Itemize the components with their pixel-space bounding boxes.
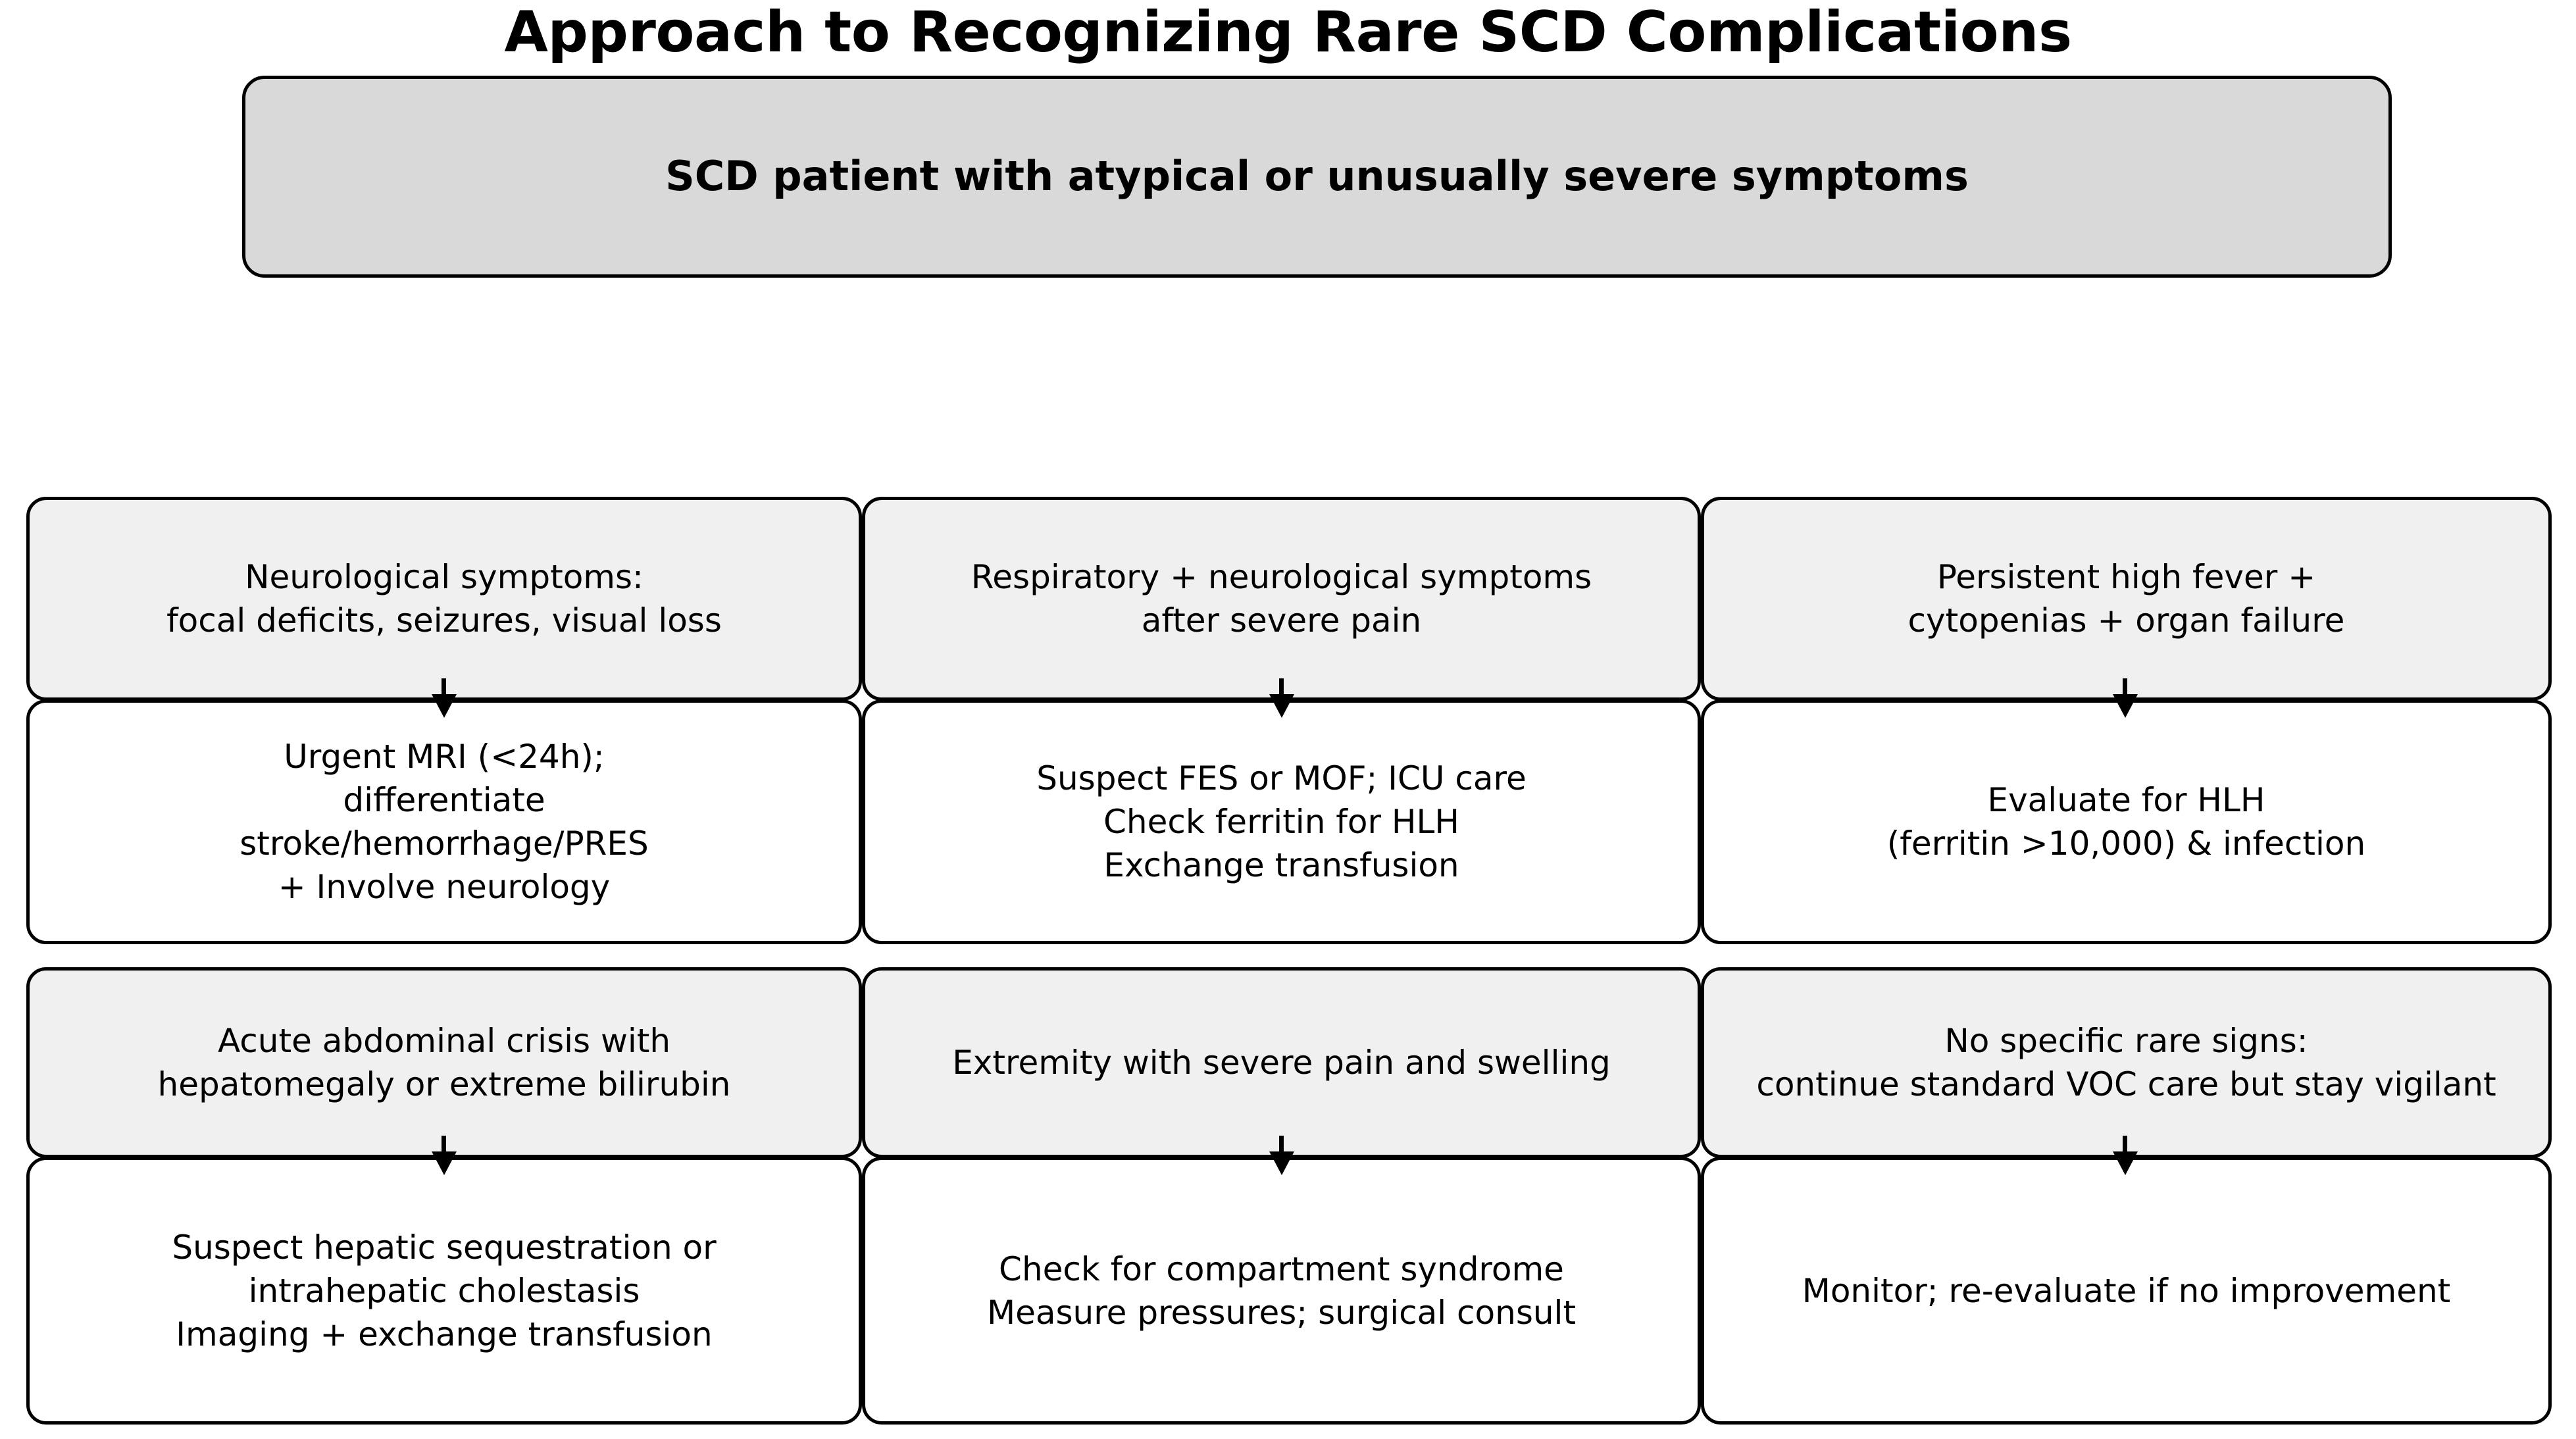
arrow-stem-extremity (1279, 1136, 1284, 1158)
condition-row-top: Neurological symptoms: focal deficits, s… (26, 497, 2552, 701)
action-label: Monitor; re-evaluate if no improvement (1802, 1271, 2451, 1310)
action-box-compartment-syndrome[interactable]: Check for compartment syndrome Measure p… (862, 1157, 1701, 1425)
condition-label: Acute abdominal crisis with hepatomegaly… (157, 1022, 731, 1103)
action-box-evaluate-hlh[interactable]: Evaluate for HLH (ferritin >10,000) & in… (1701, 699, 2552, 944)
action-label: Evaluate for HLH (ferritin >10,000) & in… (1886, 781, 2366, 863)
root-node-scd-patient: SCD patient with atypical or unusually s… (242, 76, 2392, 278)
condition-box-neurological[interactable]: Neurological symptoms: focal deficits, s… (26, 497, 862, 701)
arrow-down-icon-respiratory (1269, 694, 1294, 718)
action-label: Suspect hepatic sequestration or intrahe… (172, 1228, 717, 1353)
action-label: Check for compartment syndrome Measure p… (986, 1250, 1577, 1332)
condition-box-no-specific-signs[interactable]: No specific rare signs: continue standar… (1701, 967, 2552, 1158)
page-title: Approach to Recognizing Rare SCD Complic… (504, 0, 2072, 65)
root-node-label: SCD patient with atypical or unusually s… (665, 152, 1969, 201)
arrow-stem-neurological (442, 678, 446, 701)
condition-label: Extremity with severe pain and swelling (952, 1044, 1611, 1082)
arrow-down-icon-neurological (432, 694, 457, 718)
condition-label: Respiratory + neurological symptoms afte… (971, 558, 1592, 640)
condition-label: No specific rare signs: continue standar… (1756, 1022, 2496, 1103)
condition-box-persistent-fever[interactable]: Persistent high fever + cytopenias + org… (1701, 497, 2552, 701)
arrow-stem-fever (2123, 678, 2127, 701)
action-label: Suspect FES or MOF; ICU care Check ferri… (1036, 759, 1527, 884)
arrow-stem-abdominal (442, 1136, 446, 1158)
condition-box-abdominal-crisis[interactable]: Acute abdominal crisis with hepatomegaly… (26, 967, 862, 1158)
branch-grid-top: Neurological symptoms: focal deficits, s… (26, 497, 2552, 944)
action-row-top: Urgent MRI (<24h); differentiate stroke/… (26, 699, 2552, 944)
action-box-suspect-fes-mof[interactable]: Suspect FES or MOF; ICU care Check ferri… (862, 699, 1701, 944)
condition-label: Persistent high fever + cytopenias + org… (1907, 558, 2345, 640)
arrow-down-icon-fever (2113, 694, 2138, 718)
condition-box-respiratory-neurological[interactable]: Respiratory + neurological symptoms afte… (862, 497, 1701, 701)
condition-row-bottom: Acute abdominal crisis with hepatomegaly… (26, 967, 2552, 1158)
arrow-stem-no-signs (2123, 1136, 2127, 1158)
action-row-bottom: Suspect hepatic sequestration or intrahe… (26, 1157, 2552, 1425)
action-label: Urgent MRI (<24h); differentiate stroke/… (240, 738, 649, 906)
arrow-stem-respiratory (1279, 678, 1284, 701)
condition-box-extremity-pain[interactable]: Extremity with severe pain and swelling (862, 967, 1701, 1158)
condition-label: Neurological symptoms: focal deficits, s… (166, 558, 722, 640)
arrow-down-icon-abdominal (432, 1151, 457, 1175)
arrow-down-icon-extremity (1269, 1151, 1294, 1175)
action-box-urgent-mri[interactable]: Urgent MRI (<24h); differentiate stroke/… (26, 699, 862, 944)
action-box-monitor-reevaluate[interactable]: Monitor; re-evaluate if no improvement (1701, 1157, 2552, 1425)
action-box-hepatic-sequestration[interactable]: Suspect hepatic sequestration or intrahe… (26, 1157, 862, 1425)
arrow-down-icon-no-signs (2113, 1151, 2138, 1175)
branch-grid-bottom: Acute abdominal crisis with hepatomegaly… (26, 967, 2552, 1425)
